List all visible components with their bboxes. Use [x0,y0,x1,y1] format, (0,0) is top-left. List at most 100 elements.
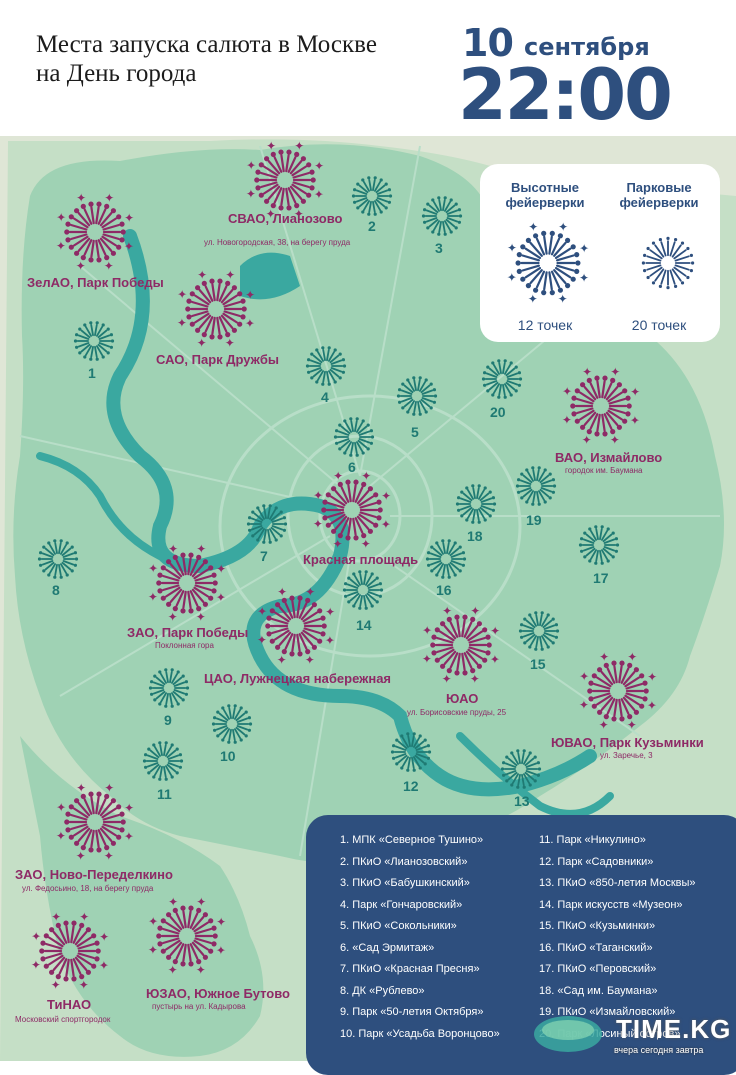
parks-list-item: 18. «Сад им. Баумана» [539,984,658,997]
svg-text:✦: ✦ [245,288,255,302]
svg-text:✦: ✦ [627,718,637,732]
high-firework-marker: ✦✦✦✦✦✦✦✦ [422,604,500,686]
svg-text:✦: ✦ [56,801,66,815]
site-zao-novo-note: ул. Федосьино, 18, на берегу пруда [22,884,154,893]
svg-text:✦: ✦ [579,670,589,684]
svg-text:✦: ✦ [277,653,287,667]
svg-text:✦: ✦ [196,542,206,556]
svg-text:✦: ✦ [148,562,158,576]
svg-text:✦: ✦ [216,590,226,604]
svg-text:✦: ✦ [245,316,255,330]
svg-text:✦: ✦ [507,241,517,255]
svg-text:✦: ✦ [579,698,589,712]
site-svao-note: ул. Новогородская, 38, на берегу пруда [204,238,351,247]
park-number-11: 11 [157,786,172,802]
legend-icons: ✦✦✦✦✦✦✦✦ [507,220,695,306]
svg-text:✦: ✦ [381,489,391,503]
svg-text:✦: ✦ [305,653,315,667]
svg-text:✦: ✦ [610,365,620,379]
svg-text:✦: ✦ [361,537,371,551]
site-zao-novo-label: ЗАО, Ново-Переделкино [15,867,173,882]
svg-text:✦: ✦ [257,605,267,619]
park-fireworks-group [37,176,620,789]
site-zao-pobedy-note: Поклонная гора [155,641,214,650]
watermark-logo: TIME.KG [616,1014,732,1044]
park-firework-marker [578,525,620,565]
park-number-7: 7 [260,548,268,564]
svg-text:✦: ✦ [104,259,114,273]
page-title: Места запуска салюта в Москве на День го… [36,30,377,88]
park-number-15: 15 [530,656,546,672]
svg-text:✦: ✦ [51,910,61,924]
parks-list-item: 6. «Сад Эрмитаж» [340,941,435,954]
svg-text:✦: ✦ [196,963,206,977]
site-svao-label: СВАО, Лианозово [228,211,343,226]
park-number-3: 3 [435,240,443,256]
reservoir [240,252,300,300]
park-firework-marker [333,417,375,457]
svg-text:✦: ✦ [196,610,206,624]
svg-text:✦: ✦ [104,849,114,863]
svg-text:✦: ✦ [168,963,178,977]
svg-text:✦: ✦ [76,259,86,273]
svg-text:✦: ✦ [257,633,267,647]
svg-text:✦: ✦ [599,650,609,664]
high-firework-marker: ✦✦✦✦✦✦✦✦ [257,585,335,667]
svg-text:✦: ✦ [246,159,256,173]
parks-list-item: 1. МПК «Северное Тушино» [340,834,484,846]
legend-high-title: Высотные фейерверки [505,180,585,210]
watermark-tagline: вчера сегодня завтра [614,1045,704,1055]
parks-list-item: 2. ПКиО «Лианозовский» [340,855,468,868]
svg-text:✦: ✦ [56,829,66,843]
parks-list-item: 19. ПКиО «Измайловский» [539,1006,676,1018]
park-firework-marker [421,196,463,236]
site-vao-note: городок им. Баумана [565,466,643,475]
svg-text:✦: ✦ [630,413,640,427]
legend-panel: ✦✦✦✦✦✦✦✦ Высотные фейерверки Парковые фе… [480,164,720,342]
legend-high-count: 12 точек [517,317,573,333]
svg-text:✦: ✦ [333,537,343,551]
park-number-5: 5 [411,424,419,440]
svg-text:✦: ✦ [582,433,592,447]
svg-text:✦: ✦ [361,469,371,483]
high-firework-marker: ✦✦✦✦✦✦✦✦ [246,139,324,221]
svg-text:✦: ✦ [294,139,304,153]
title-line-1: Места запуска салюта в Москве [36,31,377,58]
parks-list-item: 12. Парк «Садовники» [539,855,654,868]
svg-text:✦: ✦ [216,915,226,929]
svg-text:✦: ✦ [196,895,206,909]
svg-text:✦: ✦ [313,517,323,531]
site-yuzao-label: ЮЗАО, Южное Бутово [146,986,290,1001]
parks-list-item: 3. ПКиО «Бабушкинский» [340,877,470,889]
svg-text:✦: ✦ [31,930,41,944]
svg-text:✦: ✦ [558,292,568,306]
moskva-river [106,229,597,797]
svg-text:✦: ✦ [148,943,158,957]
svg-text:✦: ✦ [76,191,86,205]
site-sao-label: САО, Парк Дружбы [156,352,280,367]
parks-list-item: 14. Парк искусств «Музеон» [539,898,683,911]
svg-text:✦: ✦ [422,624,432,638]
site-zelao-label: ЗелАО, Парк Победы [27,275,164,290]
park-firework-marker [142,741,184,781]
park-firework-marker [515,466,557,506]
svg-text:✦: ✦ [579,241,589,255]
high-firework-marker: ✦✦✦✦✦✦✦✦ [148,895,226,977]
park-firework-marker [500,749,542,789]
svg-text:✦: ✦ [197,336,207,350]
svg-text:✦: ✦ [79,978,89,992]
site-yuao-note: ул. Борисовские пруды, 25 [407,708,507,717]
svg-text:✦: ✦ [470,672,480,686]
svg-text:✦: ✦ [647,698,657,712]
svg-text:✦: ✦ [266,207,276,221]
svg-text:✦: ✦ [313,489,323,503]
parks-list-item: 7. ПКиО «Красная Пресня» [340,963,480,975]
svg-text:✦: ✦ [104,191,114,205]
park-number-4: 4 [321,389,329,405]
park-number-1: 1 [88,365,96,381]
high-firework-marker: ✦✦✦✦✦✦✦✦ [56,781,134,863]
parks-list-item: 5. ПКиО «Сокольники» [340,920,457,932]
svg-text:✦: ✦ [490,624,500,638]
park-firework-marker [211,704,253,744]
park-firework-marker [148,668,190,708]
